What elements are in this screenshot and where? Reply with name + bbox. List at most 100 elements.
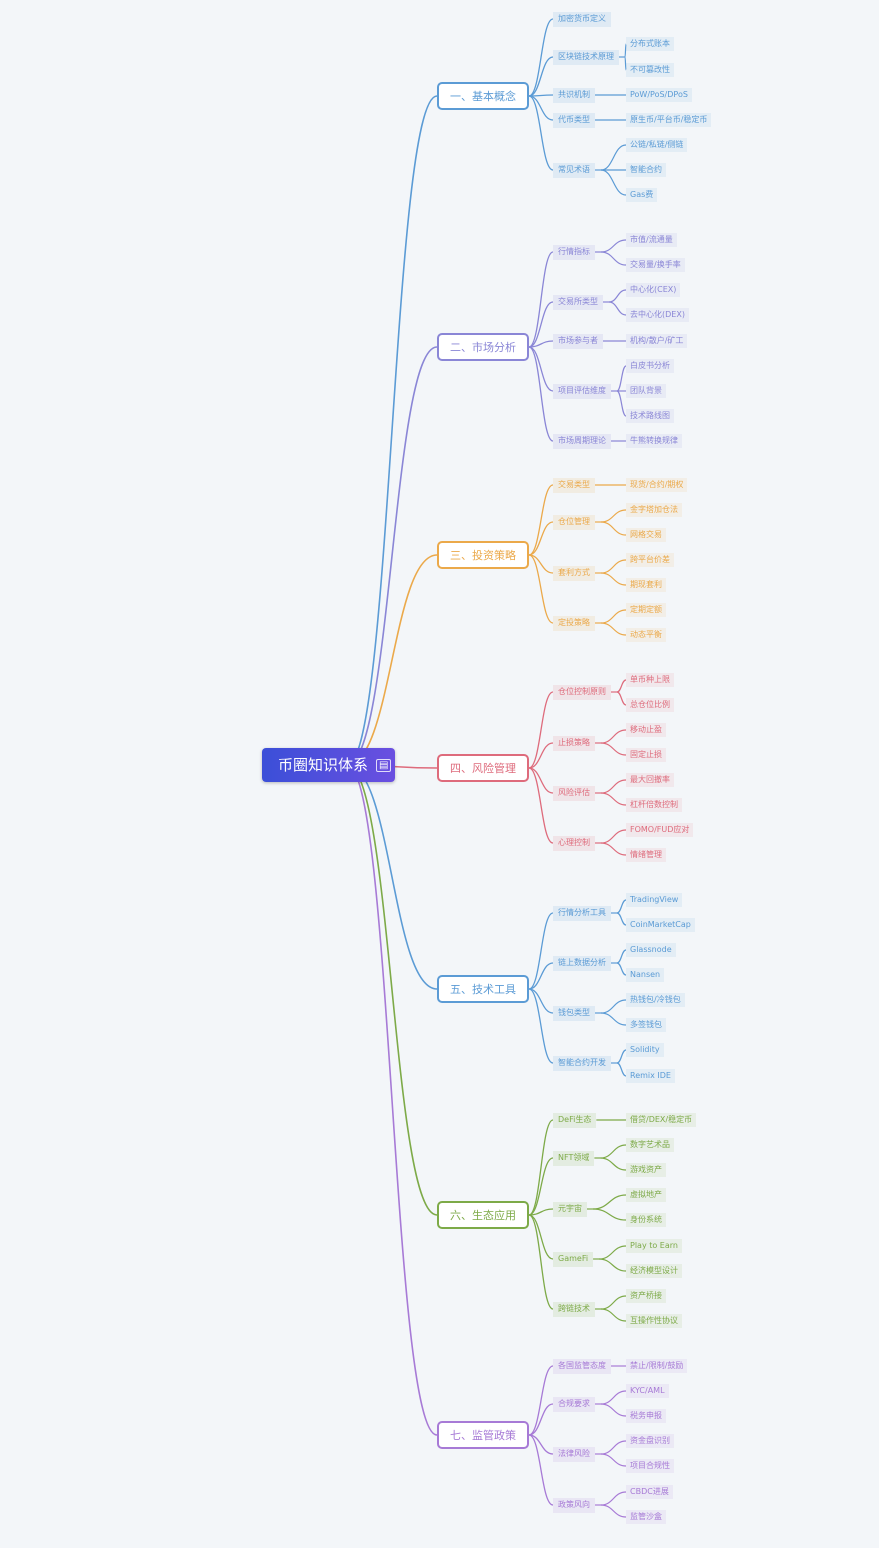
sub-node-3-4[interactable]: 定投策略 <box>553 615 595 631</box>
leaf-node-5-1-1[interactable]: TradingView <box>626 893 683 907</box>
sub-node-1-4[interactable]: 代币类型 <box>553 112 595 128</box>
leaf-node-3-2-2[interactable]: 网格交易 <box>626 528 666 542</box>
sub-node-3-1[interactable]: 交易类型 <box>553 477 595 493</box>
sub-node-5-4[interactable]: 智能合约开发 <box>553 1055 611 1071</box>
branch-node-2[interactable]: 二、市场分析 <box>437 333 529 361</box>
leaf-node-5-3-1[interactable]: 热钱包/冷钱包 <box>626 993 685 1007</box>
leaf-node-6-2-1[interactable]: 数字艺术品 <box>626 1138 674 1152</box>
leaf-node-1-5-3[interactable]: Gas费 <box>626 188 658 202</box>
sub-node-3-3[interactable]: 套利方式 <box>553 565 595 581</box>
sub-node-2-3[interactable]: 市场参与者 <box>553 333 603 349</box>
sub-node-2-2[interactable]: 交易所类型 <box>553 294 603 310</box>
branch-node-3[interactable]: 三、投资策略 <box>437 541 529 569</box>
leaf-node-6-5-1[interactable]: 资产桥接 <box>626 1289 666 1303</box>
leaf-node-1-5-2[interactable]: 智能合约 <box>626 163 666 177</box>
sub-node-1-1[interactable]: 加密货币定义 <box>553 11 611 27</box>
leaf-node-2-4-3[interactable]: 技术路线图 <box>626 409 674 423</box>
leaf-node-7-2-1[interactable]: KYC/AML <box>626 1384 669 1398</box>
sub-node-5-2[interactable]: 链上数据分析 <box>553 955 611 971</box>
sub-node-2-4[interactable]: 项目评估维度 <box>553 383 611 399</box>
leaf-node-3-1-1[interactable]: 现货/合约/期权 <box>626 478 688 492</box>
leaf-node-7-4-1[interactable]: CBDC进展 <box>626 1485 673 1499</box>
leaf-node-7-1-1[interactable]: 禁止/限制/鼓励 <box>626 1359 688 1373</box>
leaf-node-5-3-2[interactable]: 多签钱包 <box>626 1018 666 1032</box>
sub-node-6-3[interactable]: 元宇宙 <box>553 1201 587 1217</box>
leaf-node-2-1-2[interactable]: 交易量/换手率 <box>626 258 685 272</box>
leaf-node-4-4-1[interactable]: FOMO/FUD应对 <box>626 823 694 837</box>
sub-node-2-1[interactable]: 行情指标 <box>553 244 595 260</box>
sub-node-5-1[interactable]: 行情分析工具 <box>553 905 611 921</box>
sub-node-7-4[interactable]: 政策风向 <box>553 1497 595 1513</box>
connector-line <box>528 301 554 348</box>
leaf-node-4-4-2[interactable]: 情绪管理 <box>626 848 666 862</box>
leaf-node-5-2-2[interactable]: Nansen <box>626 968 665 982</box>
leaf-node-6-3-2[interactable]: 身份系统 <box>626 1213 666 1227</box>
sub-node-3-2[interactable]: 仓位管理 <box>553 514 595 530</box>
leaf-node-6-2-2[interactable]: 游戏资产 <box>626 1163 666 1177</box>
leaf-node-6-1-1[interactable]: 借贷/DEX/稳定币 <box>626 1113 697 1127</box>
leaf-node-1-3-1[interactable]: PoW/PoS/DPoS <box>626 88 692 102</box>
leaf-node-2-4-1[interactable]: 白皮书分析 <box>626 359 674 373</box>
leaf-node-1-2-2[interactable]: 不可篡改性 <box>626 63 674 77</box>
leaf-node-2-5-1[interactable]: 牛熊转换规律 <box>626 434 682 448</box>
leaf-node-1-5-1[interactable]: 公链/私链/侧链 <box>626 138 688 152</box>
branch-node-5[interactable]: 五、技术工具 <box>437 975 529 1003</box>
sub-node-6-2[interactable]: NFT领域 <box>553 1150 595 1166</box>
leaf-node-7-3-1[interactable]: 资金盘识别 <box>626 1434 674 1448</box>
leaf-node-3-3-1[interactable]: 跨平台价差 <box>626 553 674 567</box>
root-node[interactable]: 币圈知识体系 ▤ <box>262 748 395 782</box>
sub-node-6-4[interactable]: GameFi <box>553 1251 594 1267</box>
leaf-node-2-3-1[interactable]: 机构/散户/矿工 <box>626 334 688 348</box>
leaf-node-4-1-1[interactable]: 单币种上限 <box>626 673 674 687</box>
leaf-node-6-5-2[interactable]: 互操作性协议 <box>626 1314 682 1328</box>
sub-node-1-2[interactable]: 区块链技术原理 <box>553 49 619 65</box>
leaf-node-3-2-1[interactable]: 金字塔加仓法 <box>626 503 682 517</box>
branch-node-4[interactable]: 四、风险管理 <box>437 754 529 782</box>
sub-node-4-1[interactable]: 仓位控制原则 <box>553 684 611 700</box>
leaf-node-5-4-1[interactable]: Solidity <box>626 1043 664 1057</box>
leaf-node-2-4-2[interactable]: 团队背景 <box>626 384 666 398</box>
leaf-node-3-4-1[interactable]: 定期定额 <box>626 603 666 617</box>
sub-node-1-3[interactable]: 共识机制 <box>553 87 595 103</box>
leaf-node-4-3-2[interactable]: 杠杆倍数控制 <box>626 798 682 812</box>
branch-node-6[interactable]: 六、生态应用 <box>437 1201 529 1229</box>
sub-node-4-3[interactable]: 风险评估 <box>553 785 595 801</box>
leaf-node-4-3-1[interactable]: 最大回撤率 <box>626 773 674 787</box>
sub-node-6-5[interactable]: 跨链技术 <box>553 1301 595 1317</box>
leaf-node-7-2-2[interactable]: 税务申报 <box>626 1409 666 1423</box>
leaf-node-2-2-1[interactable]: 中心化(CEX) <box>626 283 681 297</box>
connector-line <box>346 95 438 766</box>
leaf-node-1-4-1[interactable]: 原生币/平台币/稳定币 <box>626 113 712 127</box>
leaf-node-4-1-2[interactable]: 总仓位比例 <box>626 698 674 712</box>
leaf-node-1-2-1[interactable]: 分布式账本 <box>626 37 674 51</box>
sub-node-4-2[interactable]: 止损策略 <box>553 735 595 751</box>
sub-node-5-3[interactable]: 钱包类型 <box>553 1005 595 1021</box>
connector-line <box>528 340 554 348</box>
sub-node-2-5[interactable]: 市场周期理论 <box>553 433 611 449</box>
leaf-node-5-4-2[interactable]: Remix IDE <box>626 1069 675 1083</box>
leaf-node-7-4-2[interactable]: 监管沙盒 <box>626 1510 666 1524</box>
leaf-node-2-1-1[interactable]: 市值/流通量 <box>626 233 677 247</box>
leaf-node-5-2-1[interactable]: Glassnode <box>626 943 676 957</box>
leaf-node-4-2-1[interactable]: 移动止盈 <box>626 723 666 737</box>
leaf-node-3-4-2[interactable]: 动态平衡 <box>626 628 666 642</box>
leaf-node-2-2-2[interactable]: 去中心化(DEX) <box>626 308 689 322</box>
leaf-node-4-2-2[interactable]: 固定止损 <box>626 748 666 762</box>
sub-node-7-3[interactable]: 法律风险 <box>553 1446 595 1462</box>
sub-node-7-1[interactable]: 各国监管态度 <box>553 1358 611 1374</box>
sub-node-6-1[interactable]: DeFi生态 <box>553 1112 597 1128</box>
note-icon[interactable]: ▤ <box>376 758 392 772</box>
sub-node-1-5[interactable]: 常见术语 <box>553 162 595 178</box>
leaf-node-5-1-2[interactable]: CoinMarketCap <box>626 918 695 932</box>
leaf-node-3-3-2[interactable]: 期现套利 <box>626 578 666 592</box>
sub-node-7-1-label: 各国监管态度 <box>558 1361 606 1370</box>
sub-node-7-2[interactable]: 合规要求 <box>553 1396 595 1412</box>
leaf-node-6-4-1[interactable]: Play to Earn <box>626 1239 682 1253</box>
leaf-node-7-3-2[interactable]: 项目合规性 <box>626 1459 674 1473</box>
leaf-node-6-4-2[interactable]: 经济模型设计 <box>626 1264 682 1278</box>
branch-node-1[interactable]: 一、基本概念 <box>437 82 529 110</box>
leaf-node-6-3-1[interactable]: 虚拟地产 <box>626 1188 666 1202</box>
branch-node-7[interactable]: 七、监管政策 <box>437 1421 529 1449</box>
sub-node-4-4[interactable]: 心理控制 <box>553 835 595 851</box>
